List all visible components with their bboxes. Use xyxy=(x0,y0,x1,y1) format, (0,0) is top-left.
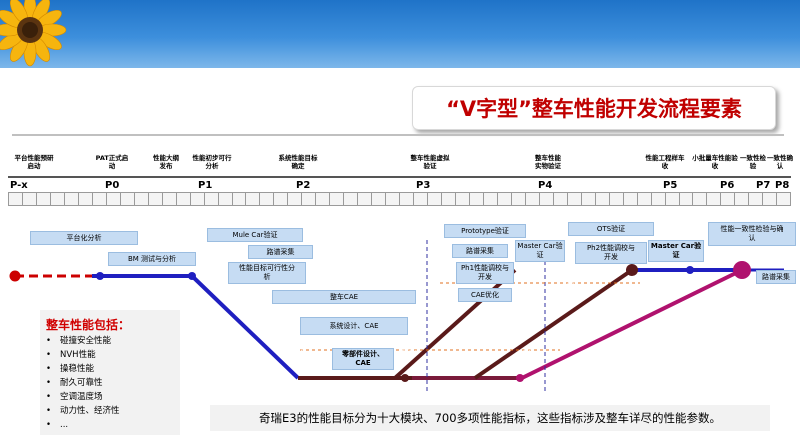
performance-title: 整车性能包括： xyxy=(46,318,131,332)
target-feasibility-box: 性能目标可行性分 析 xyxy=(228,262,306,284)
milestone-label: 性能大纲 发布 xyxy=(153,154,179,170)
component-design-cae-box: 零部件设计、 CAE xyxy=(332,348,394,370)
pv-ascending-line xyxy=(521,268,743,380)
node xyxy=(401,374,409,382)
list-item: 操稳性能 xyxy=(46,362,120,376)
cae-optimization-box: CAE优化 xyxy=(458,288,512,302)
dv-end-node xyxy=(626,264,638,276)
road-sampling-box: 路谱采集 xyxy=(756,270,796,284)
ph2-tuning-box: Ph2性能调校与 开发 xyxy=(575,242,647,264)
phase-label: P5 xyxy=(663,180,678,191)
node xyxy=(516,374,524,382)
milestone-label: 一致性检 验 xyxy=(740,154,766,170)
page-title: “V字型”整车性能开发流程要素 xyxy=(446,97,742,121)
phase-label: P6 xyxy=(720,180,735,191)
mule-car-box: Mule Car验证 xyxy=(207,228,303,242)
milestone-label: 小批量车性能验 收 xyxy=(692,154,738,170)
list-item: 耐久可靠性 xyxy=(46,376,120,390)
phase-label: P3 xyxy=(416,180,431,191)
performance-list: 碰撞安全性能 NVH性能 操稳性能 耐久可靠性 空调温度场 动力性、经济性 ..… xyxy=(46,334,120,432)
phase-label: P7 xyxy=(756,180,771,191)
timeline-axis xyxy=(8,176,791,178)
bm-test-box: BM 测试与分析 xyxy=(108,252,196,266)
master-car-box: Master Car验 证 xyxy=(648,240,704,262)
vehicle-cae-box: 整车CAE xyxy=(272,290,416,304)
list-item: NVH性能 xyxy=(46,348,120,362)
phase-label: P8 xyxy=(775,180,790,191)
node xyxy=(96,272,104,280)
sunflower-logo xyxy=(0,0,67,67)
start-node xyxy=(9,270,21,282)
performance-panel: 整车性能包括： 碰撞安全性能 NVH性能 操稳性能 耐久可靠性 空调温度场 动力… xyxy=(40,310,180,435)
footer-text: 奇瑞E3的性能目标分为十大模块、700多项性能指标，这些指标涉及整车详尽的性能参… xyxy=(258,411,722,425)
v-left-descending-line xyxy=(190,274,300,380)
prototype-box: Prototype验证 xyxy=(444,224,526,238)
title-divider xyxy=(12,134,784,136)
node xyxy=(686,266,694,274)
phase-label: P4 xyxy=(538,180,553,191)
phase-label: P2 xyxy=(296,180,311,191)
master-car-box: Master Car验 证 xyxy=(515,240,565,262)
consistency-check-box: 性能一致性检验与确 认 xyxy=(708,222,796,246)
list-item: 碰撞安全性能 xyxy=(46,334,120,348)
road-sampling-box: 路谱采集 xyxy=(452,244,508,258)
phase-label: P-x xyxy=(10,180,28,191)
end-node xyxy=(733,261,751,279)
header-banner xyxy=(0,0,800,68)
milestone-label: 性能初步可行 分析 xyxy=(192,154,232,170)
list-item: 动力性、经济性 xyxy=(46,404,120,418)
timeline-grid xyxy=(8,192,792,206)
phase-label: P0 xyxy=(105,180,120,191)
phase-label: P1 xyxy=(198,180,213,191)
milestone-label: 平台性能预研 启动 xyxy=(14,154,54,170)
list-item: ... xyxy=(46,418,120,432)
platform-analysis-box: 平台化分析 xyxy=(30,231,138,245)
milestone-label: PAT正式启 动 xyxy=(95,154,129,170)
milestone-label: 一致性确 认 xyxy=(767,154,793,170)
milestone-label: 整车性能 实物验证 xyxy=(535,154,561,170)
list-item: 空调温度场 xyxy=(46,390,120,404)
milestone-timeline: 平台性能预研 启动 PAT正式启 动 性能大纲 发布 性能初步可行 分析 系统性… xyxy=(8,154,793,212)
system-design-cae-box: 系统设计、CAE xyxy=(300,317,408,335)
milestone-label: 性能工程样车 收 xyxy=(645,154,685,170)
ph1-tuning-box: Ph1性能调校与 开发 xyxy=(456,262,514,284)
footer-note: 奇瑞E3的性能目标分为十大模块、700多项性能指标，这些指标涉及整车详尽的性能参… xyxy=(210,405,770,431)
v-model-diagram xyxy=(9,240,784,392)
title-box: “V字型”整车性能开发流程要素 xyxy=(412,86,776,130)
road-sampling-box: 路谱采集 xyxy=(248,245,313,259)
milestone-label: 系统性能目标 确定 xyxy=(278,154,318,170)
ots-box: OTS验证 xyxy=(568,222,654,236)
milestone-label: 整车性能虚拟 验证 xyxy=(410,154,450,170)
dv-vehicle-line xyxy=(473,268,634,380)
